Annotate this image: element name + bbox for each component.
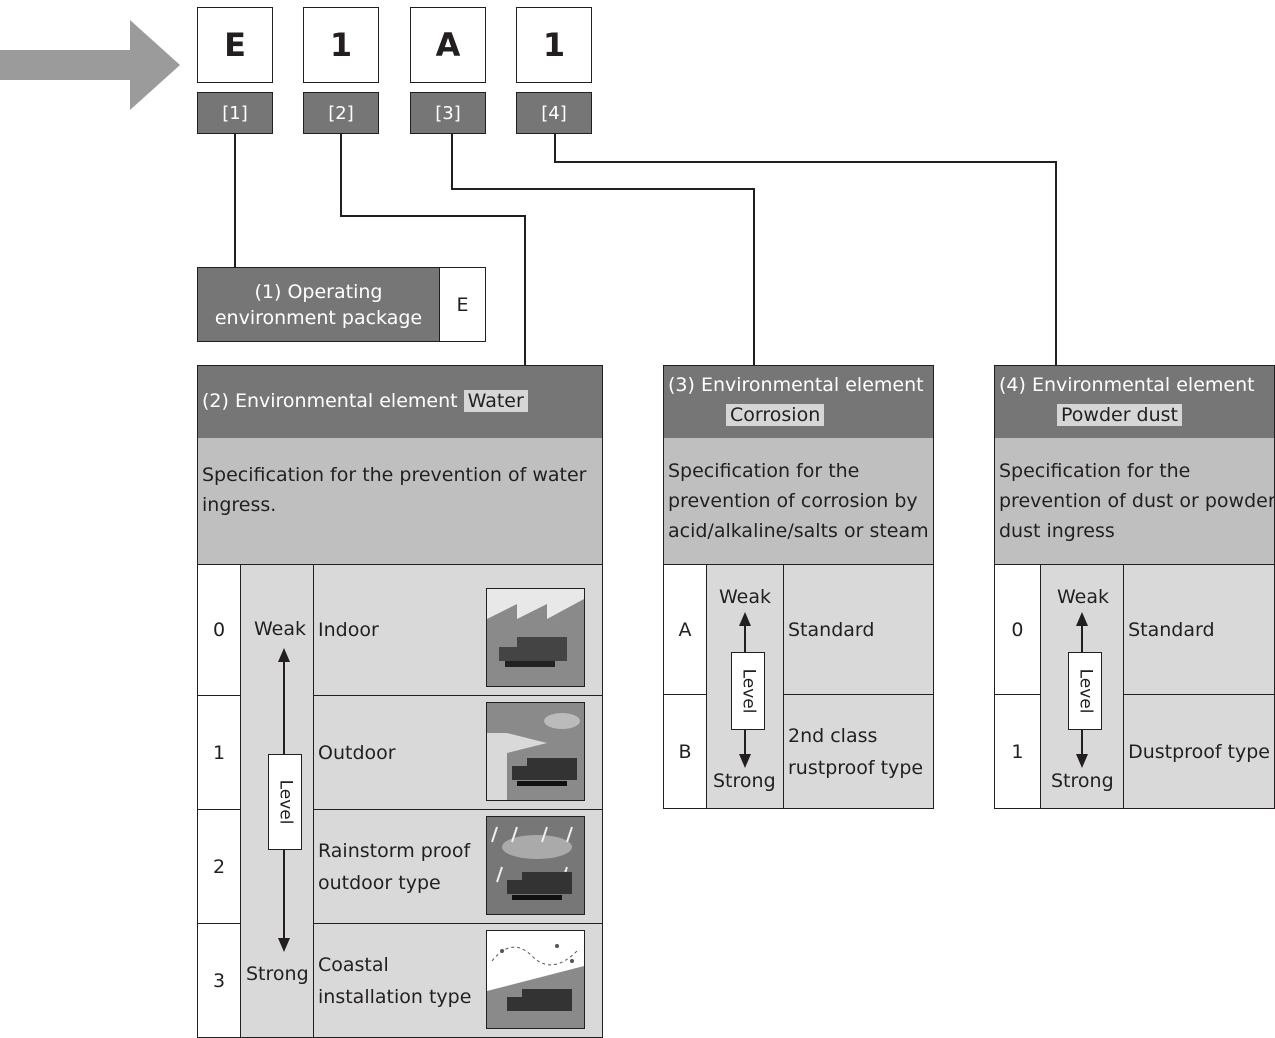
connector-1: [234, 134, 236, 268]
water-row-num: 0: [197, 564, 241, 696]
dust-row-label: Dustproof type: [1128, 740, 1270, 763]
corrosion-strong-label: Strong: [713, 770, 776, 792]
corrosion-desc-line2: prevention of corrosion by: [668, 490, 918, 512]
dust-header: (4) Environmental element Powder dust: [994, 365, 1275, 439]
corrosion-row-label: 2nd class: [788, 724, 878, 747]
water-row-label: Rainstorm proof: [318, 839, 471, 862]
water-row-label: Coastal: [318, 953, 389, 976]
connector-3a: [451, 134, 453, 189]
corrosion-header-prefix: (3) Environmental element: [668, 374, 924, 396]
water-header: (2) Environmental element Water: [197, 365, 603, 439]
dust-header-highlight: Powder dust: [1057, 404, 1182, 426]
corrosion-header-highlight: Corrosion: [726, 404, 825, 426]
connector-4b: [554, 161, 1057, 163]
corrosion-row-label-2: rustproof type: [788, 756, 924, 779]
corrosion-weak-label: Weak: [719, 586, 772, 608]
corrosion-desc-line1: Specification for the: [668, 460, 860, 482]
dust-weak-label: Weak: [1057, 586, 1110, 608]
package-code: E: [439, 267, 486, 342]
connector-2a: [340, 134, 342, 216]
water-row-num: 2: [197, 809, 241, 924]
coastal-motor-icon: [486, 930, 585, 1029]
connector-4c: [1055, 161, 1057, 365]
dust-strong-label: Strong: [1051, 770, 1114, 792]
connector-2b: [340, 215, 526, 217]
operating-environment-package: (1) Operating environment package: [197, 267, 440, 342]
corrosion-desc-line3: acid/alkaline/salts or steam: [668, 520, 929, 542]
water-row-label-2: installation type: [318, 985, 472, 1008]
dust-level-box: Level: [1068, 652, 1102, 730]
code-tag-2: [2]: [303, 92, 379, 134]
dust-desc-line1: Specification for the: [999, 460, 1191, 482]
dust-desc-line3: dust ingress: [999, 520, 1115, 542]
corrosion-row-label: Standard: [788, 618, 875, 641]
water-desc-line1: Specification for the prevention of wate…: [202, 464, 587, 486]
pointer-arrow-icon: [0, 20, 180, 110]
code-tag-1: [1]: [197, 92, 273, 134]
corrosion-header: (3) Environmental element Corrosion: [663, 365, 934, 439]
corrosion-level-box: Level: [731, 652, 765, 730]
connector-3c: [753, 188, 755, 365]
dust-description: Specification for the prevention of dust…: [994, 438, 1275, 565]
code-letter-1: E: [197, 7, 273, 83]
water-level-box: Level: [268, 754, 302, 850]
water-strong-label: Strong: [246, 963, 309, 985]
code-tag-3: [3]: [410, 92, 486, 134]
dust-desc-line2: prevention of dust or powder: [999, 490, 1275, 512]
water-row-num: 3: [197, 923, 241, 1038]
dust-header-prefix: (4) Environmental element: [999, 374, 1255, 396]
water-header-highlight: Water: [463, 390, 528, 412]
water-row-label: Indoor: [318, 619, 379, 641]
indoor-motor-icon: [486, 588, 585, 687]
code-tag-4: [4]: [516, 92, 592, 134]
code-letter-3: A: [410, 7, 486, 83]
dust-levels-table: 0 Standard 1 Dustproof type: [994, 564, 1275, 809]
dust-row-label: Standard: [1128, 618, 1215, 641]
water-description: Specification for the prevention of wate…: [197, 438, 603, 565]
water-header-prefix: (2) Environmental element: [202, 390, 458, 412]
corrosion-levels-table: A Standard B 2nd class rustproof type: [663, 564, 934, 809]
corrosion-row-num: B: [663, 694, 707, 809]
package-title-line1: (1) Operating: [254, 280, 383, 303]
package-title-line2: environment package: [214, 306, 423, 329]
water-row-label-2: outdoor type: [318, 871, 441, 894]
code-letter-4: 1: [516, 7, 592, 83]
connector-2c: [524, 215, 526, 365]
dust-row-num: 0: [994, 564, 1041, 695]
outdoor-motor-icon: [486, 702, 585, 801]
water-row-num: 1: [197, 695, 241, 810]
code-letter-2: 1: [303, 7, 379, 83]
corrosion-row-num: A: [663, 564, 707, 695]
dust-row-num: 1: [994, 694, 1041, 809]
connector-4a: [554, 134, 556, 162]
connector-3b: [451, 188, 755, 190]
water-weak-label: Weak: [254, 618, 307, 640]
water-row-label: Outdoor: [318, 741, 396, 764]
corrosion-description: Specification for the prevention of corr…: [663, 438, 934, 565]
rainstorm-motor-icon: [486, 816, 585, 915]
water-desc-line2: ingress.: [202, 494, 277, 516]
